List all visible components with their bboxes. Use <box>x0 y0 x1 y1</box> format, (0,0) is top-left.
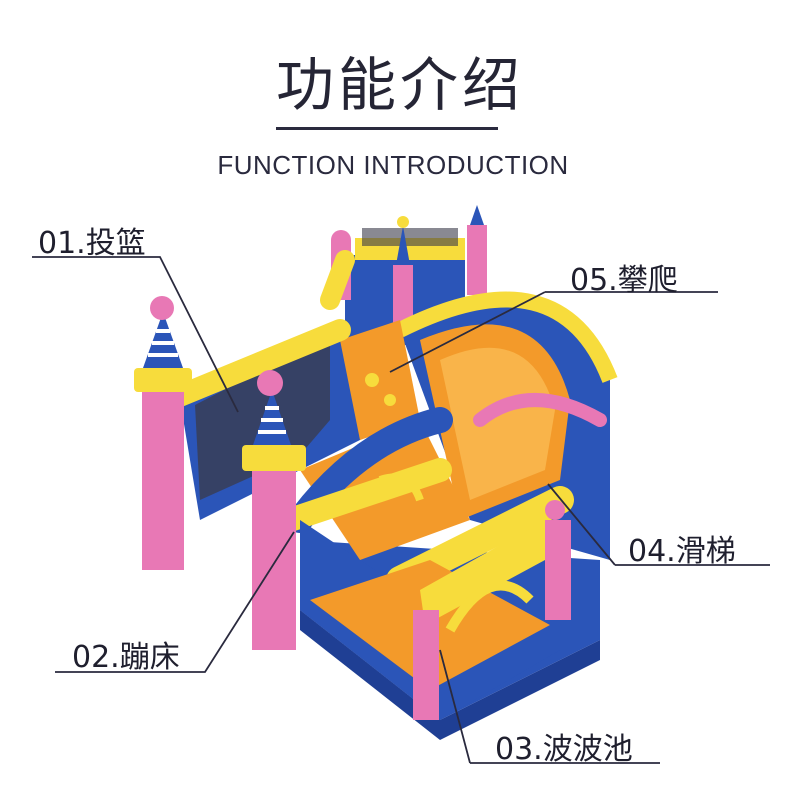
callout-line-05 <box>389 291 718 373</box>
page-title: 功能介绍 <box>275 51 524 119</box>
climbing-wall <box>340 320 420 440</box>
banner <box>420 520 545 625</box>
callout-label-slide: 04.滑梯 <box>628 534 736 569</box>
callout-line-03 <box>439 649 660 764</box>
callout-label-shooting: 01.投篮 <box>38 226 146 261</box>
tower-left-cone <box>143 312 183 368</box>
title-underline <box>276 127 498 130</box>
callout-line-02 <box>55 531 295 673</box>
callout-label-climbing: 05.攀爬 <box>570 263 678 298</box>
callout-line-04 <box>547 483 770 566</box>
tower-front <box>252 450 296 650</box>
callout-label-ball-pit: 03.波波池 <box>495 732 633 767</box>
page-subtitle: FUNCTION INTRODUCTION <box>217 150 569 180</box>
callout-line-01 <box>32 256 239 413</box>
tower-left <box>142 370 184 570</box>
callout-lines <box>32 256 770 764</box>
callout-label-trampoline: 02.蹦床 <box>72 640 180 675</box>
